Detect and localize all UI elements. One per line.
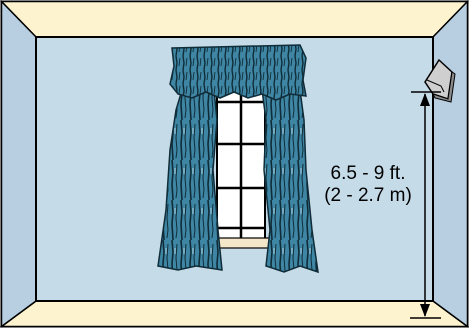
height-label-ft: 6.5 - 9 ft. bbox=[312, 163, 424, 185]
curtain-valance bbox=[170, 45, 306, 100]
right-wall bbox=[433, 2, 468, 327]
height-label-m: (2 - 2.7 m) bbox=[312, 185, 424, 207]
window bbox=[212, 86, 270, 248]
floor bbox=[2, 301, 468, 327]
left-wall bbox=[2, 2, 37, 327]
ceiling bbox=[2, 2, 468, 38]
